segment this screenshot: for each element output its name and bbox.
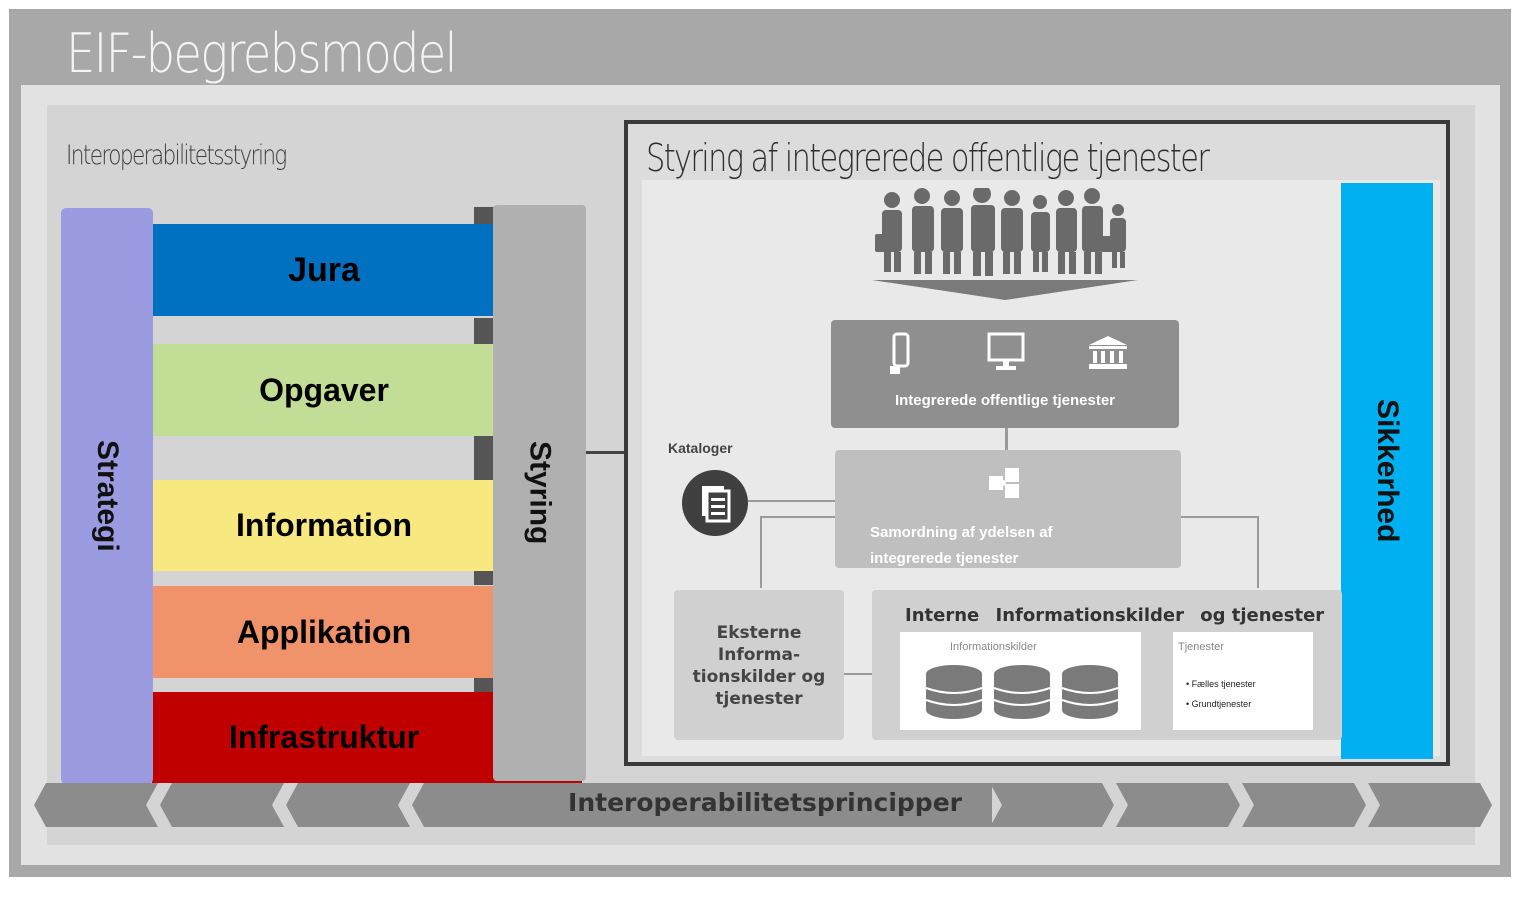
services-panel <box>1173 632 1313 730</box>
internal-sources-header: Interne Informationskilder og tjenester <box>905 605 1324 626</box>
security-bar: Sikkerhed <box>1341 183 1433 759</box>
connector-line <box>748 500 835 502</box>
strategy-label: Strategi <box>91 440 124 552</box>
connector-line <box>1181 516 1259 518</box>
connector-line <box>1005 428 1008 450</box>
information-sources-label: Informationskilder <box>950 641 1037 653</box>
layer-tab <box>474 678 498 692</box>
catalogue-icon <box>682 470 748 536</box>
connector-line <box>844 673 874 675</box>
layer-information-label: Information <box>236 507 412 543</box>
connector-line <box>586 451 626 454</box>
governance-bar: Styring <box>493 205 586 781</box>
layer-information: Information <box>152 480 496 571</box>
services-label: Tjenester <box>1178 641 1224 653</box>
information-sources-header: Informationskilder <box>995 605 1184 626</box>
internal-label: Interne <box>905 605 980 626</box>
governance-label: Interoperabilitetsstyring <box>66 140 287 171</box>
services-item: • Grundtjenester <box>1186 699 1252 709</box>
and-services-header: og tjenester <box>1200 605 1325 626</box>
integrated-services-label: Integrerede offentlige tjenester <box>894 392 1116 409</box>
services-item: • Fælles tjenester <box>1186 679 1256 689</box>
connector-line <box>760 516 835 518</box>
connector-line <box>1257 516 1259 588</box>
services-list: • Fælles tjenester • Grundtjenester <box>1186 674 1256 714</box>
layer-tab <box>474 207 498 227</box>
principles-arrow-band <box>34 783 1492 827</box>
layer-applikation: Applikation <box>152 586 496 678</box>
principles-label: Interoperabilitetsprincipper <box>568 788 962 817</box>
catalogues-label: Kataloger <box>668 440 733 456</box>
governance-bar-label: Styring <box>523 441 557 545</box>
layer-infrastruktur-label: Infrastruktur <box>228 719 420 755</box>
integrated-services-title: Styring af integrerede offentlige tjenes… <box>646 136 1210 180</box>
people-icon <box>872 188 1138 300</box>
strategy-bar: Strategi <box>61 208 153 784</box>
diagram-title: EIF-begrebsmodel <box>66 22 458 85</box>
layer-applikation-label: Applikation <box>236 613 412 650</box>
integrated-services-box <box>831 320 1179 428</box>
puzzle-icon <box>989 468 1019 498</box>
database-icons <box>925 665 1119 719</box>
layer-opgaver-label: Opgaver <box>259 371 389 408</box>
computer-icon <box>987 332 1025 370</box>
government-building-icon <box>1089 336 1127 369</box>
security-label: Sikkerhed <box>1371 399 1404 543</box>
layer-jura: Jura <box>152 224 496 316</box>
external-sources-label: Eksterne Informa-tionskilder og tjeneste… <box>692 623 826 709</box>
coordination-label: Samordning af ydelsen af integrerede tje… <box>870 524 1053 567</box>
layer-opgaver: Opgaver <box>152 344 496 436</box>
mobile-phone-icon <box>890 332 910 374</box>
layer-jura-label: Jura <box>288 250 360 289</box>
connector-line <box>760 516 762 588</box>
external-sources-box <box>674 590 844 740</box>
layer-tab <box>474 571 498 585</box>
